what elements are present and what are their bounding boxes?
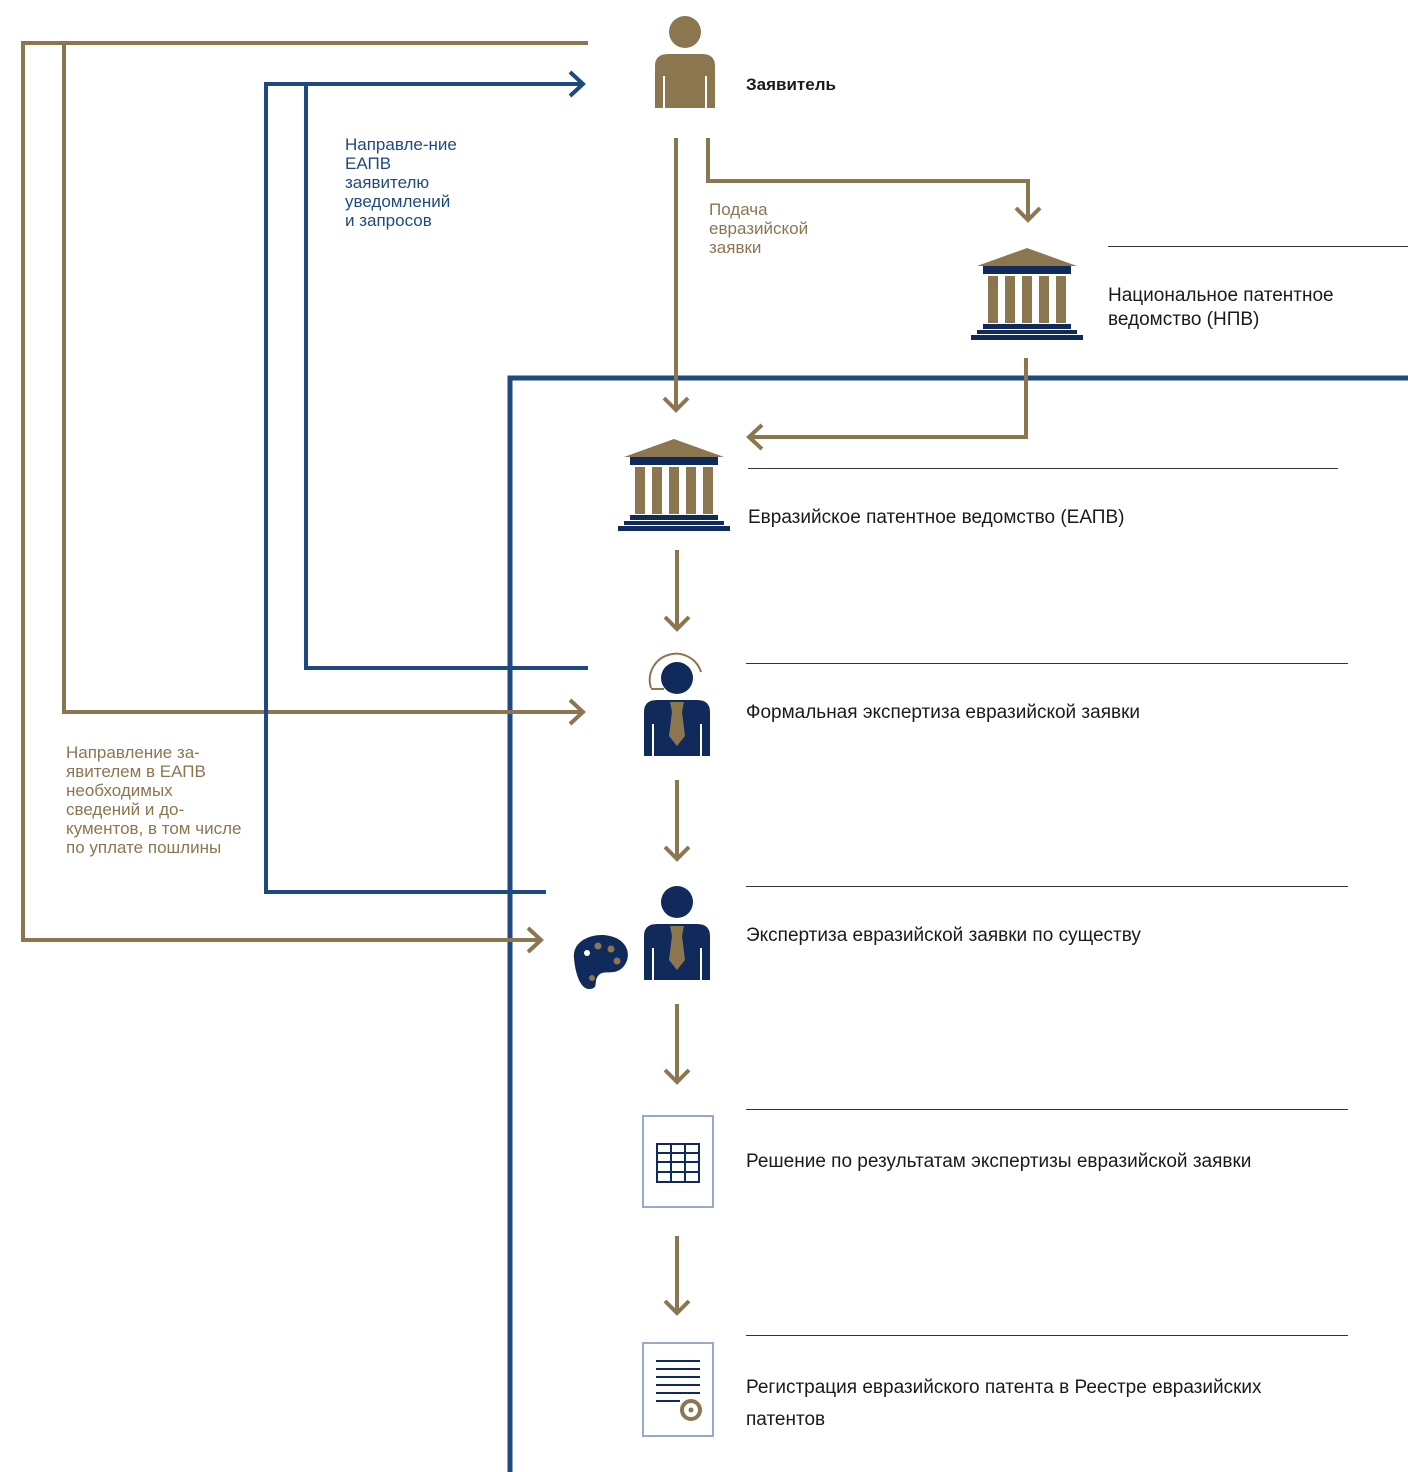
decision-divider xyxy=(746,1109,1348,1110)
table-document-icon xyxy=(642,1115,714,1208)
registration-divider xyxy=(746,1335,1348,1336)
npv-label: Национальное патентное ведомство (НПВ) xyxy=(1108,285,1334,330)
arrowhead-npv xyxy=(1014,206,1042,223)
eapv-to-applicant-note: Направле-ние ЕАПВ заявителю уведомлений … xyxy=(345,135,457,230)
arrowhead-filing xyxy=(662,396,690,413)
eapv-frame-line xyxy=(507,375,1408,1472)
npv-institution-icon xyxy=(971,248,1083,340)
connector-substantive-to-applicant xyxy=(264,82,582,894)
arrowhead-formal xyxy=(568,698,586,726)
applicant-label: Заявитель xyxy=(746,75,836,94)
connector-applicant-to-substantive xyxy=(21,41,588,942)
examiner-icon xyxy=(644,886,710,980)
arrowhead-applicant xyxy=(568,70,586,98)
person-icon xyxy=(655,16,715,108)
connector-applicant-to-npv xyxy=(706,138,1030,218)
registration-label: Регистрация евразийского патента в Реест… xyxy=(746,1377,1262,1430)
eapv-divider xyxy=(748,468,1338,469)
arrowhead-decision-to-registration xyxy=(663,1299,691,1316)
decision-label: Решение по результатам экспертизы еврази… xyxy=(746,1151,1252,1172)
arrowhead-eapv-to-formal xyxy=(663,615,691,632)
arrowhead-formal-to-substantive xyxy=(663,845,691,862)
connector-applicant-to-formal xyxy=(62,43,582,714)
arrowhead-substantive xyxy=(526,926,544,954)
formal-exam-label: Формальная экспертиза евразийской заявки xyxy=(746,702,1141,723)
applicant-to-eapv-note: Направление за-явителем в ЕАПВ необходим… xyxy=(66,743,242,857)
arrowhead-eapv xyxy=(746,423,764,451)
substantive-exam-divider xyxy=(746,886,1348,887)
palette-icon xyxy=(573,934,628,990)
filing-note: Подача евразийской заявки xyxy=(709,200,809,257)
eapv-institution-icon xyxy=(618,439,730,531)
arrowhead-substantive-to-decision xyxy=(663,1068,691,1085)
formal-exam-divider xyxy=(746,663,1348,664)
substantive-exam-label: Экспертиза евразийской заявки по существ… xyxy=(746,925,1141,946)
connector-formal-to-applicant xyxy=(304,84,588,670)
examiner-headset-icon xyxy=(644,652,710,756)
eapv-label: Евразийское патентное ведомство (ЕАПВ) xyxy=(748,507,1125,528)
npv-divider xyxy=(1108,246,1408,247)
connector-npv-to-eapv xyxy=(750,358,1028,439)
certificate-document-icon xyxy=(642,1342,714,1437)
